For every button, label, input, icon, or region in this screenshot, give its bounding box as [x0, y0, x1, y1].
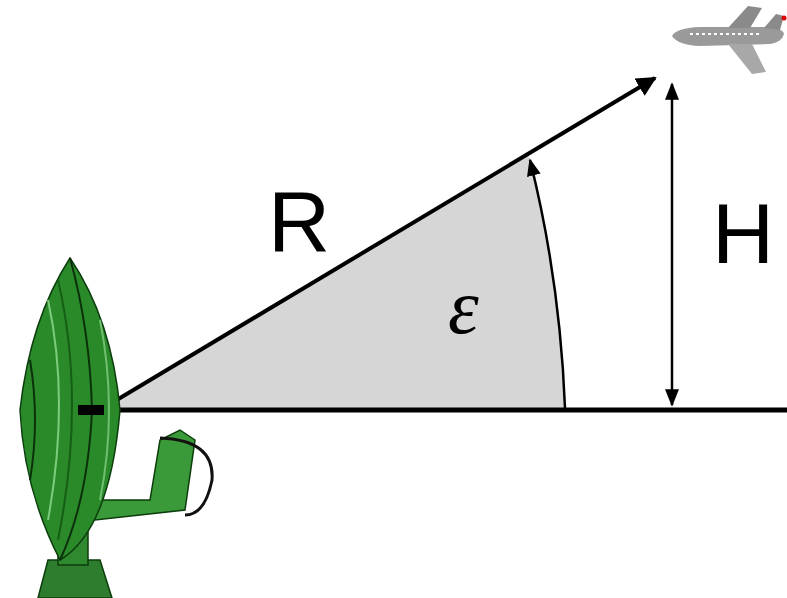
range-arrow	[100, 78, 655, 410]
airplane	[672, 6, 787, 74]
range-label: R	[268, 178, 330, 264]
elevation-arc	[530, 160, 565, 408]
elevation-sector	[100, 154, 565, 410]
ground-line	[78, 408, 787, 413]
height-label: H	[712, 190, 774, 276]
height-arrow	[671, 84, 674, 405]
elevation-label: ε	[448, 268, 479, 346]
radar-antenna	[20, 258, 212, 598]
